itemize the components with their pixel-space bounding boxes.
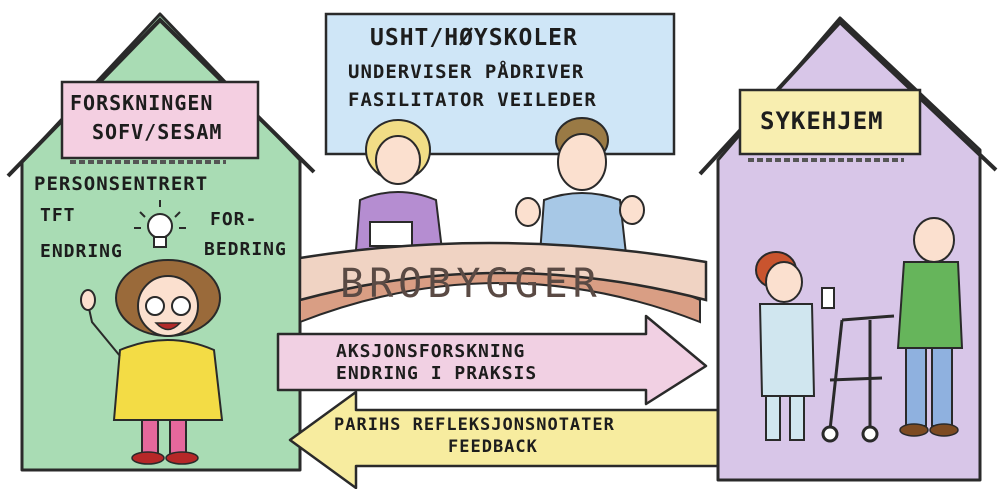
left-sign-line1: FORSKNINGEN (70, 91, 214, 115)
arrow-right-line1: AKSJONSFORSKNING (336, 341, 526, 362)
left-sign-line2: SOFV/SESAM (92, 120, 223, 144)
researcher-woman-figure (80, 259, 224, 465)
left-text-tft: TFT (40, 205, 76, 226)
left-house-sign (60, 80, 260, 160)
left-text-personsentrert: PERSONSENTRERT (34, 173, 209, 195)
nurse-figure (755, 251, 835, 441)
arrow-left (288, 390, 726, 489)
left-text-for: FOR- (210, 209, 258, 230)
bridge-label: BROBYGGER (340, 261, 602, 307)
arrow-left-line1: PARIHS REFLEKSJONSNOTATER (334, 415, 615, 435)
teacher-man-figure (515, 117, 645, 255)
right-house-sign-label: SYKEHJEM (760, 107, 884, 135)
elderly-man-figure (896, 217, 964, 437)
nursing-home-sign (738, 88, 922, 156)
teacher-woman-figure (354, 119, 444, 251)
walker-icon (821, 314, 895, 443)
top-sign-line3: FASILITATOR VEILEDER (348, 89, 597, 111)
arrow-right (276, 314, 708, 406)
lightbulb-icon (134, 200, 186, 248)
top-sign-line1: USHT/HØYSKOLER (370, 25, 578, 51)
arrow-left-line2: FEEDBACK (448, 437, 538, 457)
left-text-endring: ENDRING (40, 241, 123, 262)
arrow-right-line2: ENDRING I PRAKSIS (336, 363, 538, 384)
top-sign-line2: UNDERVISER PÅDRIVER (348, 61, 585, 83)
left-text-bedring: BEDRING (204, 239, 287, 260)
